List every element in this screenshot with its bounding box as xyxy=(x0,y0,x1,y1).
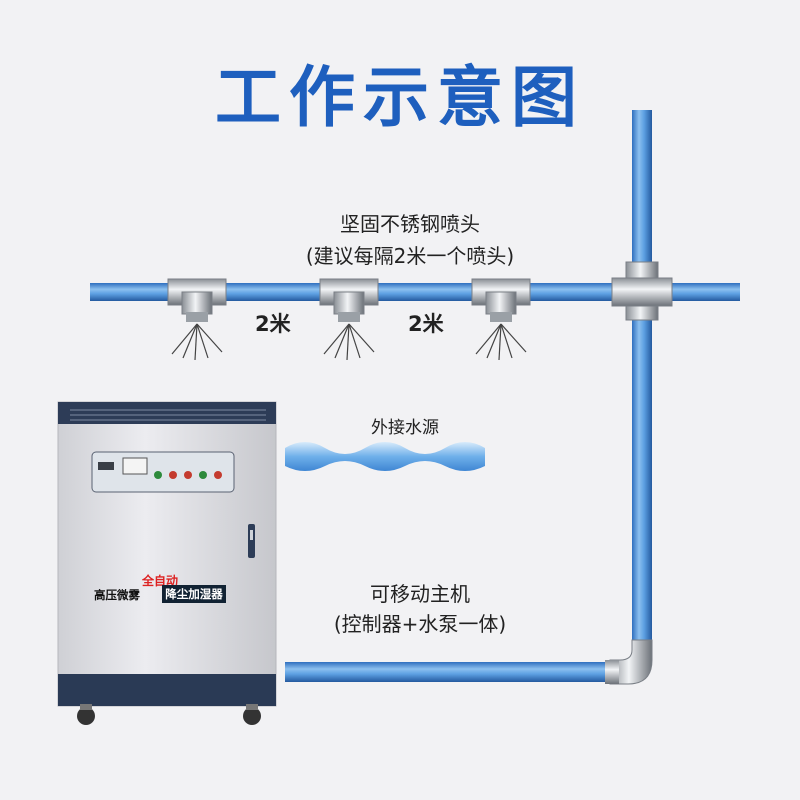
nozzle-tee-3 xyxy=(471,278,531,322)
main-pipe-horizontal xyxy=(90,283,740,301)
nozzle-subtitle: (建议每隔2米一个喷头) xyxy=(305,244,515,268)
humidifier-cabinet xyxy=(57,401,277,725)
spacing-label-2: 2米 xyxy=(408,312,444,336)
spray-3 xyxy=(475,323,527,361)
nozzle-tee-1 xyxy=(167,278,227,322)
supply-pipe-bottom xyxy=(285,662,625,682)
cabinet-badge-right: 降尘加湿器 xyxy=(162,585,226,603)
spray-1 xyxy=(171,323,223,361)
host-title: 可移动主机 xyxy=(370,582,470,606)
cabinet-badge-auto: 全自动 xyxy=(142,574,179,588)
host-subtitle: (控制器+水泵一体) xyxy=(333,612,507,636)
spray-2 xyxy=(323,323,375,361)
nozzle-title: 坚固不锈钢喷头 xyxy=(340,212,480,236)
water-source-label: 外接水源 xyxy=(371,418,439,438)
page-title: 工作示意图 xyxy=(215,59,585,136)
cross-fitting xyxy=(611,261,673,321)
elbow-collar xyxy=(605,660,619,684)
spacing-label-1: 2米 xyxy=(255,312,291,336)
riser-pipe-vertical xyxy=(632,110,652,650)
cabinet-badge-left: 高压微雾 xyxy=(94,588,140,602)
nozzle-tee-2 xyxy=(319,278,379,322)
water-source-wave xyxy=(285,442,485,471)
